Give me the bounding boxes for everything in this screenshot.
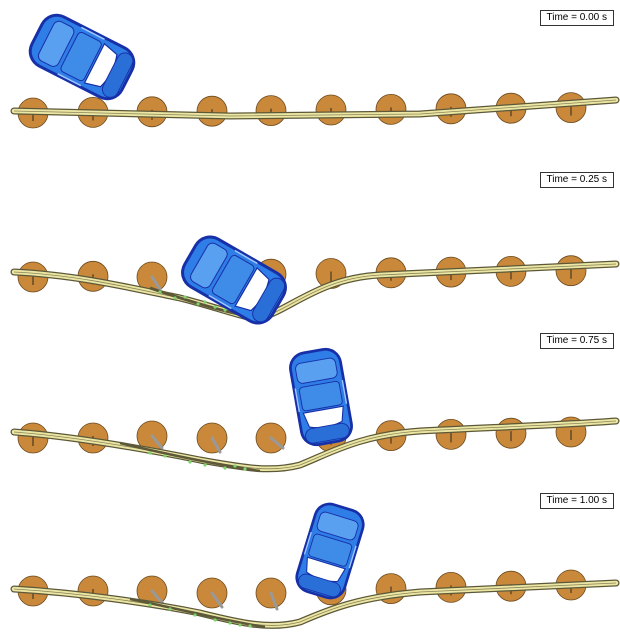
roof xyxy=(211,254,255,305)
frame-t1: Time = 0.25 s xyxy=(0,160,620,330)
guardrail-post xyxy=(315,94,347,126)
debris xyxy=(223,466,227,470)
guardrail-post xyxy=(555,255,587,287)
guardrail-post-deflected xyxy=(196,577,228,609)
debris xyxy=(188,460,192,464)
side-highlight xyxy=(348,545,357,569)
debris xyxy=(213,305,217,309)
guardrail-post xyxy=(555,92,587,123)
guardrail-post xyxy=(435,419,467,450)
debris xyxy=(238,623,242,627)
roof xyxy=(298,380,343,412)
rear-window xyxy=(190,242,228,289)
guardrail-ridge xyxy=(13,582,617,626)
vehicle xyxy=(28,13,136,101)
post-bent-stem xyxy=(269,436,285,450)
guardrail-post xyxy=(196,95,228,127)
hood xyxy=(305,422,350,444)
debris xyxy=(148,451,152,455)
guardrail-post-deflected xyxy=(255,577,287,611)
debris xyxy=(203,300,207,304)
simulation-frame-1 xyxy=(10,235,620,325)
hood xyxy=(298,573,341,598)
post-bent-stem xyxy=(210,591,224,609)
simulation-frame-2 xyxy=(10,347,620,473)
debris xyxy=(158,290,162,294)
post-bent-stem xyxy=(150,275,162,291)
post-bent-stem xyxy=(150,434,164,450)
simulation-frame-3 xyxy=(10,502,620,629)
guardrail-post-deflected xyxy=(196,422,228,454)
frame-t0: Time = 0.00 s xyxy=(0,0,620,155)
frame-t3: Time = 1.00 s xyxy=(0,485,620,637)
frame-t2: Time = 0.75 s xyxy=(0,325,620,485)
guardrail-post xyxy=(77,575,109,607)
debris xyxy=(196,302,200,306)
guardrail-layer xyxy=(129,597,266,629)
hood xyxy=(252,277,286,323)
time-label: Time = 0.75 s xyxy=(539,333,614,349)
rear-window xyxy=(316,511,359,541)
time-label: Time = 0.25 s xyxy=(539,172,614,188)
guardrail-post xyxy=(495,417,527,449)
side-highlight xyxy=(303,531,312,555)
side-highlight xyxy=(341,380,348,404)
debris xyxy=(148,603,152,607)
debris xyxy=(193,613,197,617)
guardrail-post xyxy=(375,94,407,125)
post-bent-stem xyxy=(210,436,222,454)
side-highlight xyxy=(57,73,82,87)
guardrail-post-deflected xyxy=(255,422,287,454)
post-bent-stem xyxy=(269,591,279,611)
roof xyxy=(308,533,353,567)
debris xyxy=(233,464,237,468)
debris xyxy=(173,296,177,300)
vehicle xyxy=(295,502,365,600)
roof xyxy=(60,31,102,82)
guardrail-post-deflected xyxy=(136,261,168,293)
debris xyxy=(248,624,252,628)
debris xyxy=(183,295,187,299)
guardrail-ridge xyxy=(13,99,617,117)
vehicle xyxy=(289,347,353,447)
vehicle xyxy=(181,235,287,325)
rear-window xyxy=(295,357,338,384)
guardrail-post-deflected xyxy=(136,575,168,607)
hood xyxy=(101,52,134,98)
debris xyxy=(163,454,167,458)
side-highlight xyxy=(294,388,301,413)
debris xyxy=(223,308,227,312)
debris xyxy=(203,463,207,467)
debris xyxy=(213,618,217,622)
side-highlight xyxy=(234,249,258,265)
guardrail-post xyxy=(255,95,287,126)
debris xyxy=(168,607,172,611)
rear-window xyxy=(37,20,75,67)
debris xyxy=(228,621,232,625)
time-label: Time = 0.00 s xyxy=(539,10,614,26)
time-label: Time = 1.00 s xyxy=(539,493,614,509)
simulation-frame-0 xyxy=(10,13,620,129)
debris xyxy=(243,467,247,471)
side-highlight xyxy=(208,294,232,310)
side-highlight xyxy=(80,26,105,40)
